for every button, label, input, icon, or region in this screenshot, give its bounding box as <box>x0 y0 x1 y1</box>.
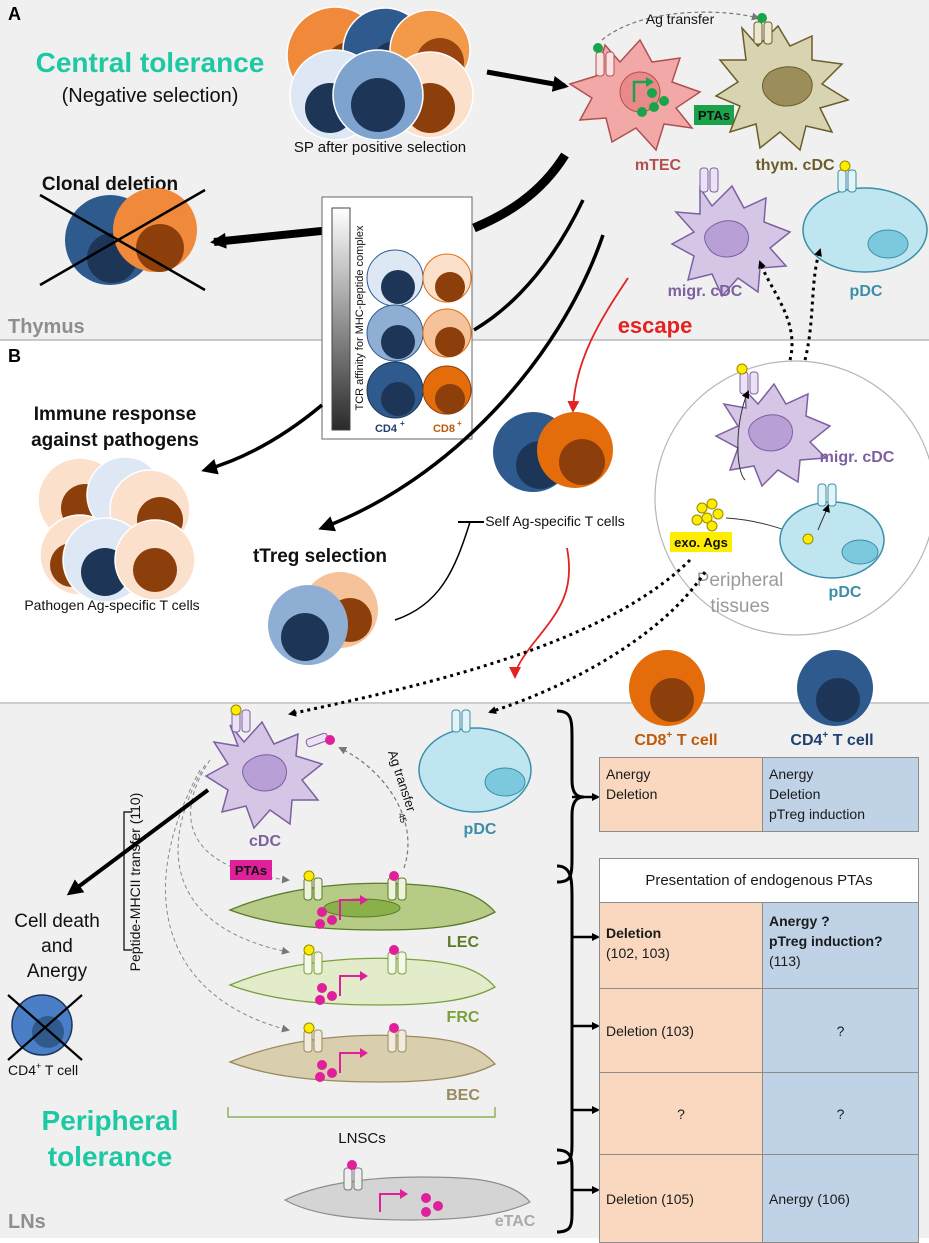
peripheral-tolerance-line2: tolerance <box>48 1141 173 1172</box>
immune-response-line2: against pathogens <box>31 430 199 451</box>
cd4-axis-plus: + <box>400 419 405 428</box>
bec-cell <box>228 1022 497 1083</box>
escape-label: escape <box>618 313 693 338</box>
etac-label: eTAC <box>495 1213 536 1230</box>
pdc-thymus-cell <box>802 160 928 273</box>
exo-ags-dots <box>691 498 724 532</box>
cell-death-line2: and <box>41 936 73 957</box>
panel-a-letter: A <box>8 4 21 24</box>
pdc-tissue-label: pDC <box>829 584 862 601</box>
ln-cdc-label: cDC <box>249 833 281 850</box>
ttreg-label: tTreg selection <box>253 546 387 567</box>
lec-cd4-ref: (113) <box>769 953 801 969</box>
cd8-header-cell <box>629 650 705 726</box>
thymus-label: Thymus <box>8 316 85 338</box>
migr-cdc-thymus-cell <box>670 167 792 298</box>
frc-cell <box>228 944 497 1006</box>
mhc-transfer-label: Peptide-MHCII transfer (110) <box>127 793 143 972</box>
pathogen-cell-cluster <box>37 456 196 603</box>
cd8-axis-label: CD8 <box>433 423 455 435</box>
cd4-axis-label: CD4 <box>375 423 398 435</box>
pta-presentation-table: Presentation of endogenous PTAs Deletion… <box>599 858 919 1243</box>
lec-cd4-cell: Anergy ? pTreg induction? (113) <box>762 902 919 989</box>
ag-transfer-ln-ref: 45 <box>396 812 409 825</box>
exo-ags-label: exo. Ags <box>674 535 728 550</box>
cell-death-line3: Anergy <box>27 961 88 982</box>
pdc-tissue-cell <box>779 483 885 579</box>
lec-cell <box>228 870 497 931</box>
ptas-label-ln: PTAs <box>235 863 267 878</box>
lec-cd8-cell: Deletion (102, 103) <box>599 902 763 989</box>
ln-pdc-label: pDC <box>464 821 497 838</box>
ln-cdc-cell <box>204 704 335 830</box>
ptas-badge-thymus <box>694 105 734 125</box>
thymic-cdc-cell <box>714 13 850 152</box>
self-ag-label: Self Ag-specific T cells <box>485 513 625 529</box>
cd4-header-cell <box>797 650 873 726</box>
ptas-label-thymus: PTAs <box>698 108 730 123</box>
dying-cd4-cell <box>7 994 83 1061</box>
dc-outcome-table: Anergy Deletion Anergy Deletion pTreg in… <box>599 757 919 832</box>
ag-transfer-thymus-label: Ag transfer <box>646 11 715 27</box>
etac-cell <box>283 1160 531 1221</box>
dc-cd8-anergy: Anergy <box>606 766 651 782</box>
dc-cd8-deletion: Deletion <box>606 786 658 802</box>
lec-cd8-deletion: Deletion <box>606 925 662 941</box>
peripheral-tissues-line1: Peripheral <box>697 570 784 591</box>
negative-selection-subtitle: (Negative selection) <box>62 85 239 107</box>
pathogen-label: Pathogen Ag-specific T cells <box>24 597 199 613</box>
etac-cd8-cell: Deletion (105) <box>599 1154 763 1243</box>
cd4-header-label: CD4+ T cell <box>790 730 873 749</box>
mtec-label: mTEC <box>635 157 682 174</box>
affinity-box: TCR affinity for MHC-peptide complex CD4… <box>321 196 473 440</box>
dc-cd4-deletion: Deletion <box>769 786 821 802</box>
cd8-header-label: CD8+ T cell <box>634 730 717 749</box>
migr-cdc-tissue-cell <box>714 363 832 488</box>
bec-cd4-cell: ? <box>762 1072 919 1155</box>
mtec-cell <box>568 38 702 152</box>
ptas-badge-ln <box>230 860 272 880</box>
sp-label: SP after positive selection <box>294 139 466 156</box>
dc-cd4-anergy: Anergy <box>769 766 814 782</box>
peripheral-tissues-line2: tissues <box>710 596 769 617</box>
lns-label: LNs <box>8 1211 46 1233</box>
migr-cdc-thymus-label: migr. cDC <box>668 283 743 300</box>
self-ag-cells <box>493 412 613 492</box>
peripheral-tolerance-line1: Peripheral <box>42 1105 179 1136</box>
pta-table-header: Presentation of endogenous PTAs <box>599 858 919 903</box>
lnscs-label: LNSCs <box>338 1130 386 1147</box>
dc-cd8-cell: Anergy Deletion <box>599 757 763 832</box>
cd8-axis-plus: + <box>457 419 462 428</box>
deleted-cells <box>39 188 206 292</box>
lec-cd4-ptreg: pTreg induction? <box>769 933 883 949</box>
cell-death-line1: Cell death <box>14 911 100 932</box>
thym-cdc-label: thym. cDC <box>755 157 835 174</box>
lec-label: LEC <box>447 934 479 951</box>
lec-cd4-anergy: Anergy ? <box>769 913 830 929</box>
etac-cd4-cell: Anergy (106) <box>762 1154 919 1243</box>
frc-label: FRC <box>447 1009 480 1026</box>
lec-cd8-ref: (102, 103) <box>606 945 670 961</box>
panel-b-letter: B <box>8 346 21 366</box>
immune-response-line1: Immune response <box>34 404 197 425</box>
pdc-thymus-label: pDC <box>850 283 883 300</box>
central-tolerance-title: Central tolerance <box>36 47 265 78</box>
migr-cdc-tissue-label: migr. cDC <box>820 449 895 466</box>
ln-pdc-cell <box>418 709 532 813</box>
frc-cd8-cell: Deletion (103) <box>599 988 763 1073</box>
cd4-cell-label: CD4+ T cell <box>8 1061 78 1078</box>
bec-label: BEC <box>446 1087 480 1104</box>
ttreg-cells <box>268 572 378 665</box>
dc-cd4-cell: Anergy Deletion pTreg induction <box>762 757 919 832</box>
dc-cd4-ptreg: pTreg induction <box>769 806 865 822</box>
frc-cd4-cell: ? <box>762 988 919 1073</box>
exo-ags-badge <box>670 532 732 552</box>
affinity-axis-label: TCR affinity for MHC-peptide complex <box>354 225 366 411</box>
bec-cd8-cell: ? <box>599 1072 763 1155</box>
sp-cell-cluster <box>286 6 474 141</box>
